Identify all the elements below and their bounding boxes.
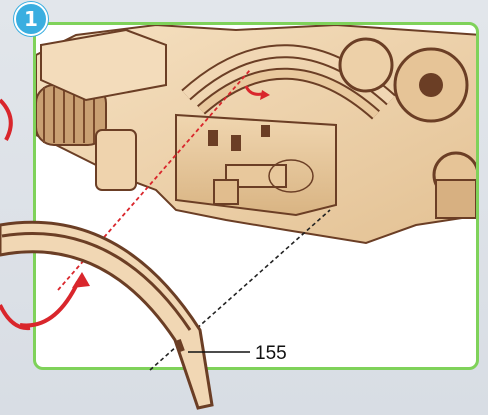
part-number-label: 155 xyxy=(255,343,287,365)
curved-wooden-part xyxy=(0,222,212,408)
arrow-head-icon xyxy=(72,272,90,288)
curved-arrow-icon xyxy=(20,282,78,325)
curved-arrow-icon xyxy=(0,100,11,140)
step-number-icon: 1 xyxy=(14,2,48,36)
